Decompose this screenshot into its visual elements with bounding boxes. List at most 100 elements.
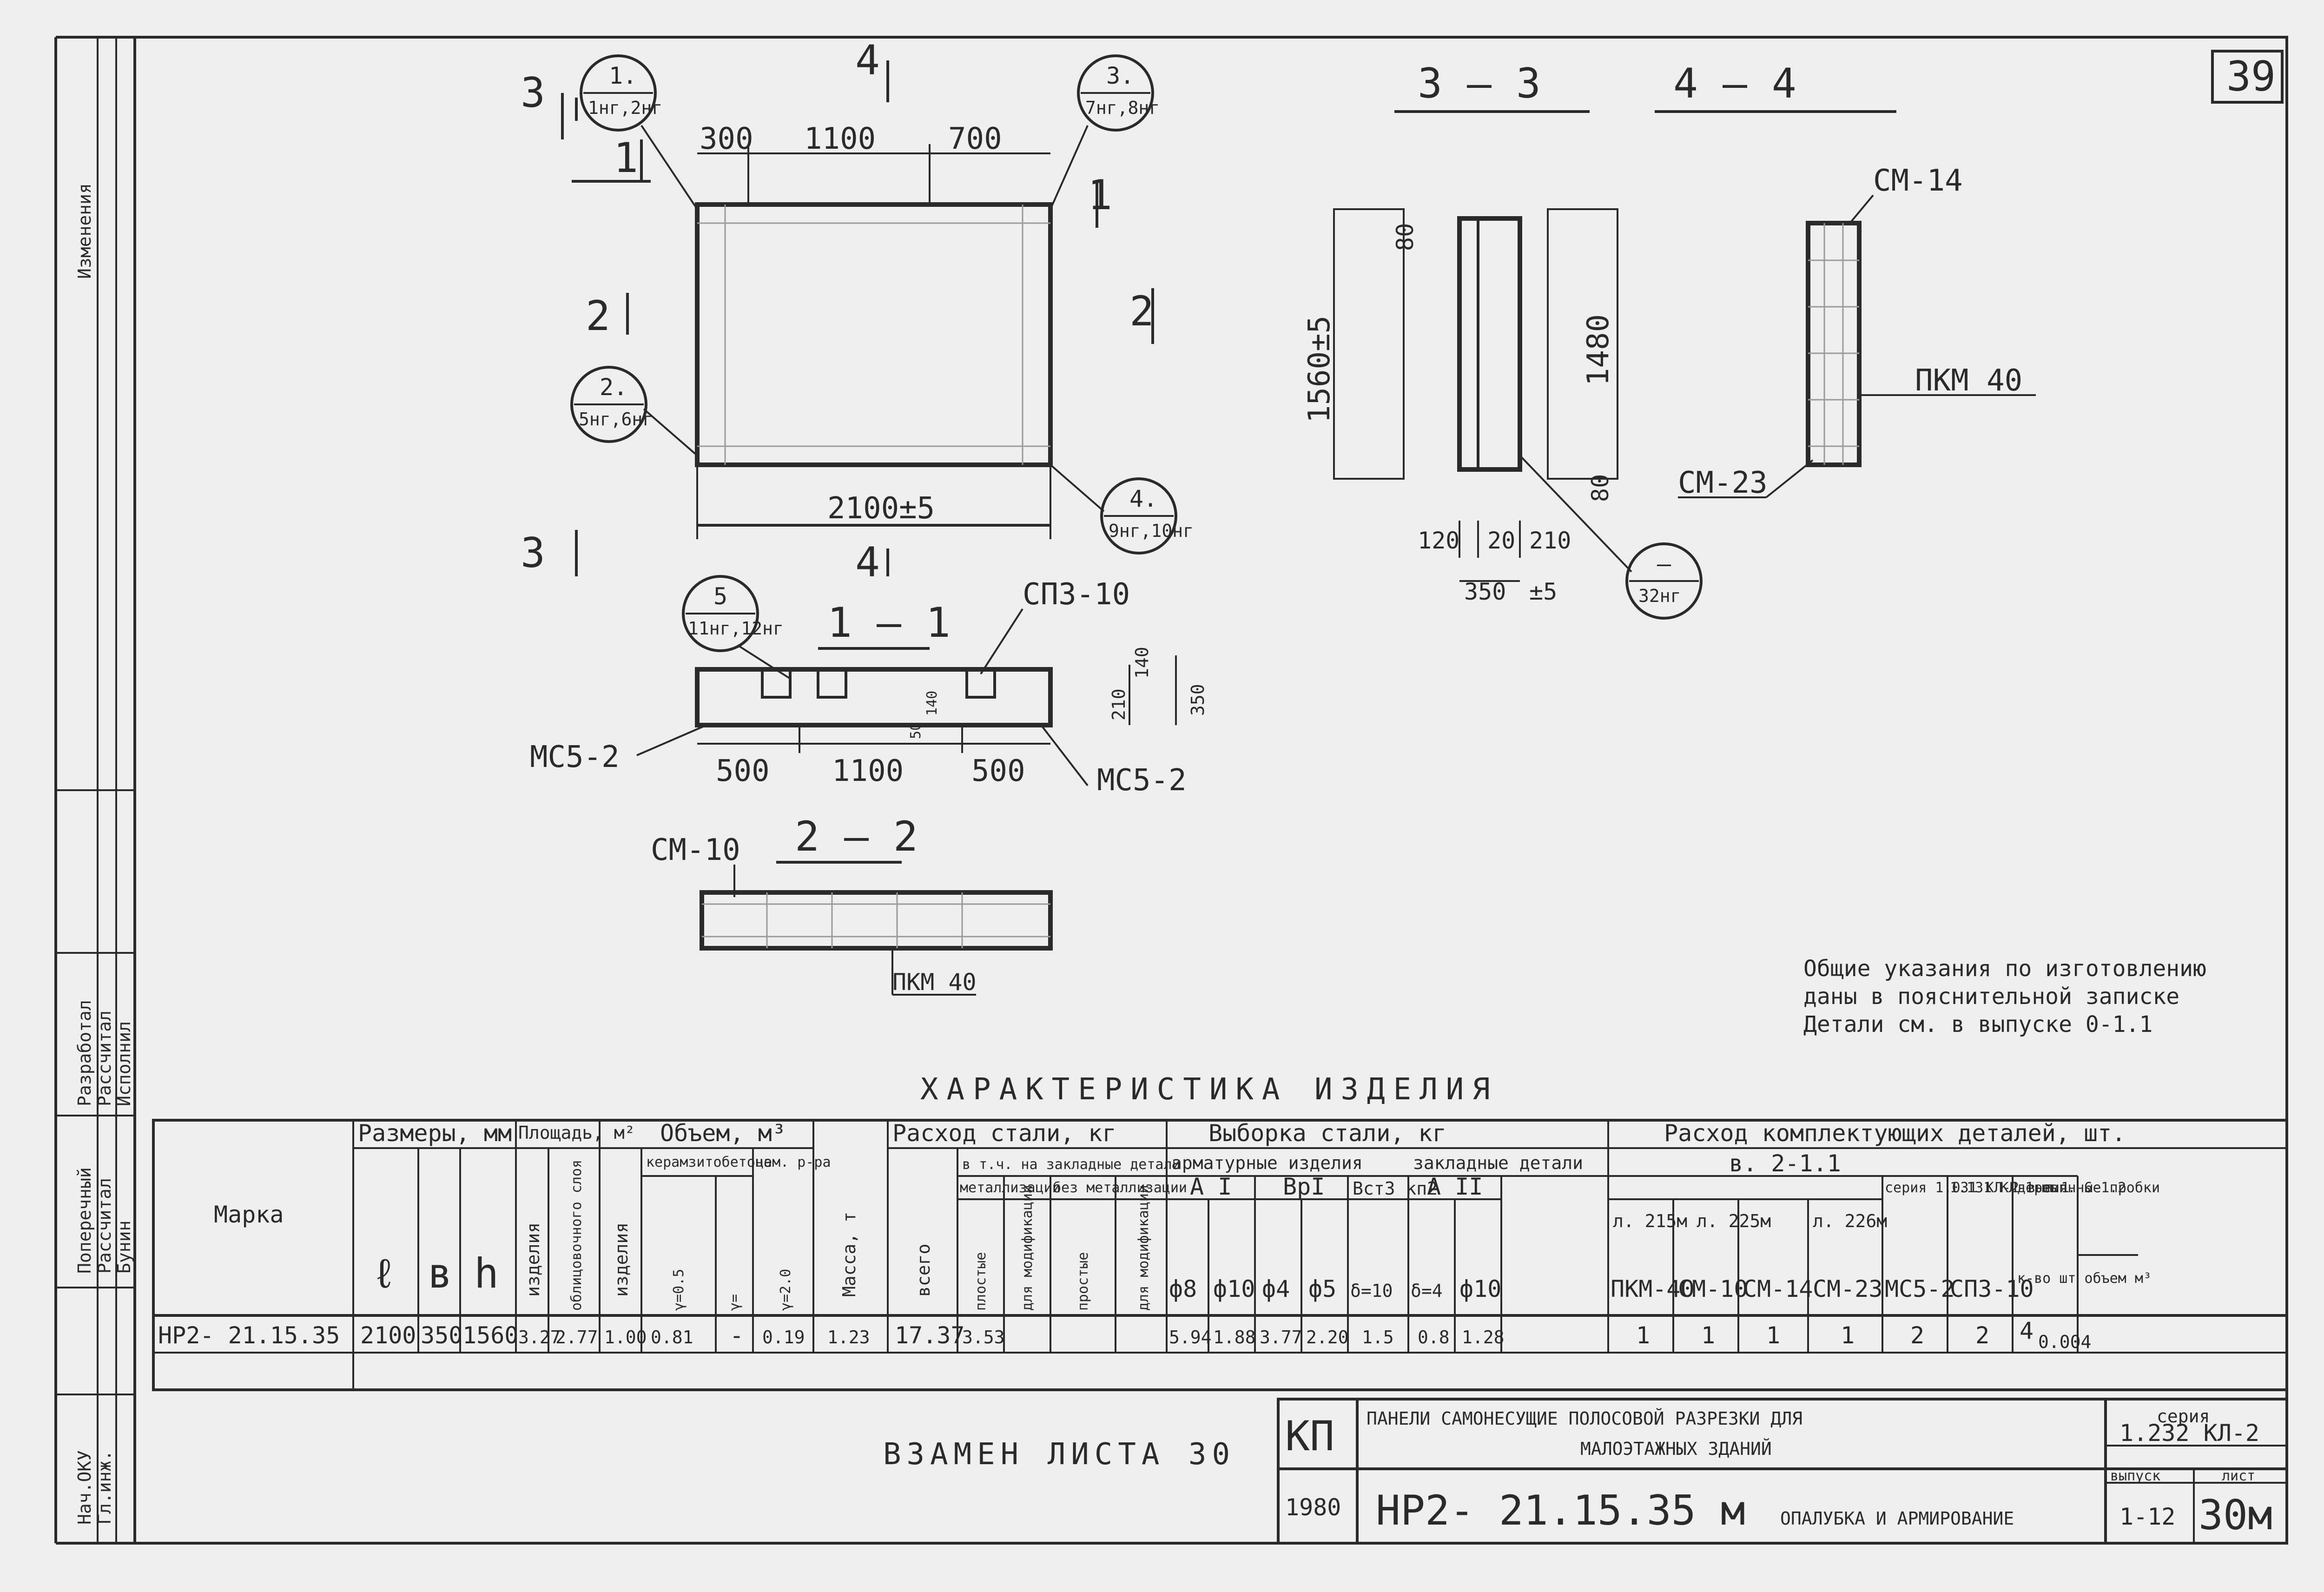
th-vol-a: изделия	[611, 1222, 632, 1297]
cell-pkm: 1	[1636, 1322, 1650, 1349]
th-marka: Марка	[214, 1201, 284, 1228]
side-stamp-r2: Рассчитал	[94, 1011, 115, 1106]
dim-top-300: 300	[700, 122, 753, 156]
cell-f4: 3.77	[1260, 1327, 1302, 1348]
cut-mark-4-bottom: 4	[855, 538, 880, 586]
cut-mark-3-top: 3	[521, 69, 545, 117]
stamp-issue-label: выпуск	[2110, 1468, 2160, 1484]
callout-6-num: —	[1657, 550, 1671, 577]
th-bpi: ВрI	[1283, 1173, 1325, 1200]
table-row: НР2- 21.15.35 2100 350 1560 3.27 2.77 1.…	[158, 1317, 2091, 1352]
s1-dim-50: 50	[908, 722, 924, 739]
side-stamp-n2: Гл.инж.	[94, 1450, 115, 1525]
th-l225: л. 225м	[1697, 1211, 1771, 1231]
cell-h: 1560	[462, 1322, 518, 1349]
note-line-2: даны в пояснительной записке	[1803, 984, 2179, 1010]
th-comp: Расход комплектующих деталей, шт.	[1664, 1120, 2126, 1147]
cell-area-a: 3.27	[518, 1327, 561, 1348]
section-1-1: 1 — 1 500 1100 500 210 140 350 50 140 СП…	[530, 577, 1208, 798]
stamp-title-1: ПАНЕЛИ САМОНЕСУЩИЕ ПОЛОСОВОЙ РАЗРЕЗКИ ДЛ…	[1367, 1408, 1802, 1429]
cell-steel-emb: 3.53	[962, 1327, 1005, 1348]
th-mc: МС5-2	[1885, 1275, 1955, 1302]
th-steel-nomet: без металлизации	[1053, 1180, 1187, 1196]
th-vol-c1: γ=2.0	[778, 1269, 794, 1311]
th-sp: СПЗ-10	[1950, 1275, 2034, 1302]
cell-vol-c: 0.19	[762, 1327, 805, 1348]
callout-3-num: 3.	[1106, 62, 1134, 89]
section-1-1-title: 1 — 1	[827, 599, 951, 647]
cell-vol-a: 1.00	[604, 1327, 647, 1348]
th-dims: Размеры, мм	[358, 1120, 512, 1147]
dim-d-350: 350	[1464, 578, 1506, 605]
th-vol-b1: γ=0.5	[671, 1269, 687, 1311]
dim-d-120: 120	[1418, 527, 1459, 554]
s1-dim-210: 210	[1109, 688, 1129, 720]
section-2-2: 2 — 2 СМ-10 ПКМ 40	[651, 813, 1053, 996]
cell-l: 2100	[360, 1322, 416, 1349]
cell-f8: 5.94	[1169, 1327, 1212, 1348]
side-stamp-r1: Разработал	[74, 1000, 95, 1106]
cell-cm10: 1	[1701, 1322, 1715, 1349]
dim-h-80b: 80	[1587, 474, 1614, 502]
dim-d-210: 210	[1529, 527, 1571, 554]
callout-2-num: 2.	[600, 374, 627, 401]
th-f10b: ф10	[1459, 1275, 1501, 1302]
th-sel-arm: арматурные изделия	[1171, 1153, 1363, 1173]
dim-top-1100: 1100	[804, 122, 876, 156]
cut-mark-2-right: 2	[1129, 287, 1154, 335]
dim-d-20: 20	[1487, 527, 1515, 554]
stamp-sheet-no: 30м	[2199, 1491, 2272, 1539]
section-3-3-title: 3 — 3	[1418, 59, 1541, 107]
cell-wood-vol: 0.004	[2038, 1332, 2091, 1352]
dim-h-1480: 1480	[1581, 314, 1616, 386]
th-steel-met: металлизации	[960, 1180, 1061, 1196]
dim-h-80a: 80	[1392, 223, 1419, 251]
th-comp-v: в. 2-1.1	[1729, 1150, 1841, 1177]
th-pkm: ПКМ-40	[1611, 1275, 1695, 1302]
label-pkm40-s22: ПКМ 40	[892, 969, 977, 996]
stamp-mark: НР2- 21.15.35 м	[1376, 1486, 1745, 1534]
th-vol-c: цем. р-ра	[755, 1154, 831, 1170]
title-block: ВЗАМЕН ЛИСТА 30 КП 1980 ПАНЕЛИ САМОНЕСУЩ…	[883, 1398, 2288, 1545]
section-4-4: 4 — 4 СМ-14 ПКМ 40 СМ-23	[1655, 59, 2036, 500]
callout-4-sub: 9нг,10нг	[1109, 521, 1194, 541]
th-steel-2: для модификации	[1019, 1185, 1036, 1311]
sheet-number-box	[2211, 50, 2284, 104]
stamp-sheet-label: лист	[2222, 1468, 2255, 1484]
s1-dim-350: 350	[1188, 684, 1208, 716]
callout-1-num: 1.	[609, 62, 637, 89]
th-kvo: к-во шт объем м³	[2017, 1270, 2152, 1287]
sheet-number: 39	[2226, 53, 2276, 100]
section-4-4-title: 4 — 4	[1673, 59, 1796, 107]
section-3-3: 3 — 3 1560±5 80 1480 80 120 20 210 350 ±…	[1302, 59, 1618, 605]
table-title: ХАРАКТЕРИСТИКА ИЗДЕЛИЯ	[920, 1072, 1499, 1107]
th-vol-b: керамзитобетона	[646, 1154, 772, 1170]
note-line-1: Общие указания по изготовлению	[1803, 956, 2206, 982]
cell-cm23: 1	[1841, 1322, 1855, 1349]
th-sel-emb: закладные детали	[1413, 1153, 1583, 1173]
th-area: Площадь, м²	[518, 1123, 635, 1143]
th-f5: ф5	[1308, 1275, 1336, 1302]
cut-mark-1-right: 1	[1088, 171, 1112, 219]
th-b200: δ=10	[1350, 1281, 1393, 1301]
th-ai: А I	[1190, 1173, 1232, 1200]
cell-wood-qty: 4	[2020, 1317, 2034, 1344]
side-stamp-p3: Бунин	[114, 1221, 134, 1274]
callouts: 1. 1нг,2нг 2. 5нг,6нг 3. 7нг,8нг 4. 9нг,…	[570, 54, 1703, 680]
th-comp-s1: серия 1.031 КЛ-2 вып.1	[1885, 1180, 2069, 1196]
callout-4-num: 4.	[1129, 485, 1157, 512]
th-steel: Расход стали, кг	[892, 1120, 1116, 1147]
th-cm10: СМ-10	[1678, 1275, 1748, 1302]
cut-mark-2: 2	[586, 292, 610, 340]
cut-mark-4-top: 4	[855, 36, 880, 84]
th-vol: Объем, м³	[660, 1120, 786, 1147]
callout-2-sub: 5нг,6нг	[579, 409, 653, 429]
side-stamp-n1: Нач.ОКУ	[74, 1450, 95, 1525]
callout-5-num: 5	[713, 583, 727, 610]
callout-1-sub: 1нг,2нг	[588, 98, 662, 118]
label-cm23: СМ-23	[1678, 466, 1768, 500]
stamp-doc: ОПАЛУБКА И АРМИРОВАНИЕ	[1780, 1508, 2014, 1529]
cell-cm14: 1	[1766, 1322, 1780, 1349]
note-line-3: Детали см. в выпуске 0-1.1	[1803, 1011, 2152, 1037]
